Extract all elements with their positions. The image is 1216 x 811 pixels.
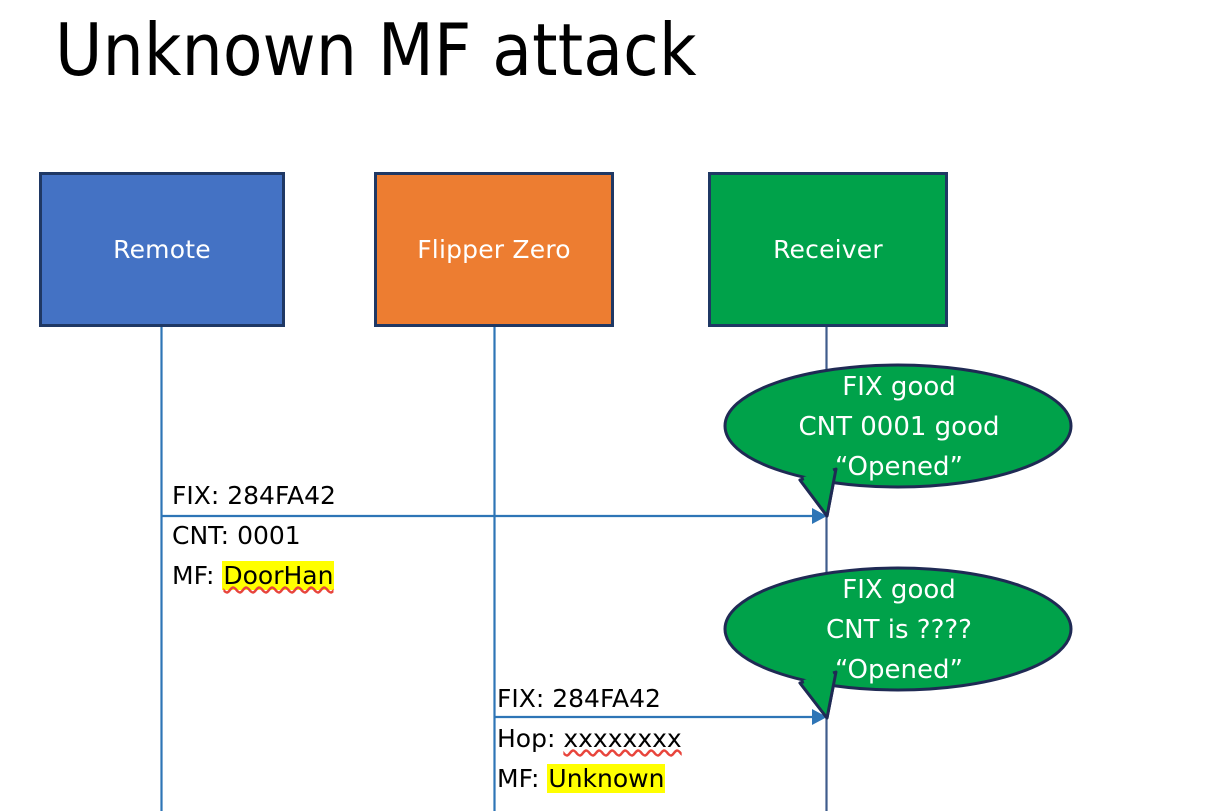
message-1-line-3: MF: DoorHan: [172, 556, 336, 596]
actor-box-flipper-zero[interactable]: Flipper Zero: [374, 172, 614, 327]
page-title: Unknown MF attack: [55, 8, 697, 92]
message-label-1: FIX: 284FA42 CNT: 0001 MF: DoorHan: [172, 476, 336, 596]
message-1-line-1-prefix: FIX:: [172, 481, 228, 510]
message-label-2: FIX: 284FA42 Hop: xxxxxxxx MF: Unknown: [497, 679, 682, 799]
speech-bubble-1: [723, 363, 1073, 518]
message-1-line-2-prefix: CNT:: [172, 521, 238, 550]
message-2-line-2: Hop: xxxxxxxx: [497, 719, 682, 759]
message-arrow-1: [161, 508, 827, 524]
message-1-line-2-value: 0001: [237, 521, 301, 550]
actor-label-receiver: Receiver: [773, 235, 883, 264]
message-2-line-2-value: xxxxxxxx: [563, 724, 682, 753]
actor-label-flipper-zero: Flipper Zero: [417, 235, 571, 264]
speech-bubble-2: [723, 566, 1073, 720]
message-2-line-3-prefix: MF:: [497, 764, 548, 793]
message-2-line-3-value-highlighted: Unknown: [547, 764, 666, 793]
message-2-line-1-prefix: FIX:: [497, 684, 553, 713]
message-2-line-2-prefix: Hop:: [497, 724, 564, 753]
message-2-line-1: FIX: 284FA42: [497, 679, 682, 719]
message-1-line-3-value-highlighted: DoorHan: [222, 561, 335, 590]
message-1-line-3-prefix: MF:: [172, 561, 223, 590]
message-1-line-1: FIX: 284FA42: [172, 476, 336, 516]
actor-label-remote: Remote: [113, 235, 211, 264]
actor-box-receiver[interactable]: Receiver: [708, 172, 948, 327]
message-2-line-1-value: 284FA42: [552, 684, 661, 713]
message-2-line-3: MF: Unknown: [497, 759, 682, 799]
actor-box-remote[interactable]: Remote: [39, 172, 285, 327]
message-arrow-2: [494, 709, 827, 725]
message-1-line-1-value: 284FA42: [227, 481, 336, 510]
message-1-line-2: CNT: 0001: [172, 516, 336, 556]
